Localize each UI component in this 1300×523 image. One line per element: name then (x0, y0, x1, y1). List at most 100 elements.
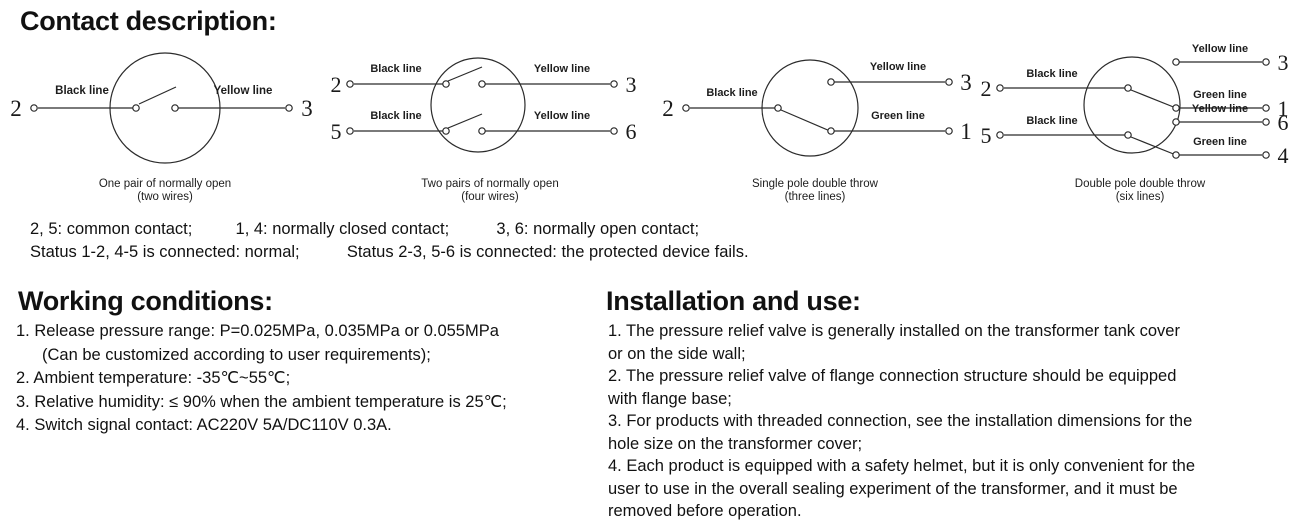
terminal-dot-right-1 (945, 127, 953, 135)
diagram-caption-4-line2: (six lines) (1115, 191, 1165, 203)
wire-label-left-black-lower: Black line (1026, 115, 1077, 127)
switch-body-circle (430, 57, 526, 153)
diagram-caption-1: One pair of normally open (two wires) (0, 178, 330, 204)
legend-status-normal: Status 1-2, 4-5 is connected: normal; (30, 243, 300, 261)
wire-label-right-yellow: Yellow line (214, 85, 273, 97)
terminal-dot-right-3 (285, 104, 293, 112)
terminal-number-right-3: 3 (960, 70, 972, 95)
terminal-dot-right-3 (1262, 58, 1270, 66)
contact-diagram-strip: 2 3 Black line Yellow line One pair of n… (0, 40, 1300, 212)
section-title-installation-and-use: Installation and use: (606, 286, 861, 316)
terminal-number-right-1: 1 (960, 119, 972, 144)
terminal-number-right-6: 6 (626, 119, 637, 144)
diagram-caption-1-line1: One pair of normally open (98, 178, 232, 190)
wire-label-right-yellow-1: Yellow line (1192, 43, 1248, 55)
installation-item-3: 3. For products with threaded connection… (608, 412, 1193, 453)
wire-label-left-black: Black line (706, 87, 757, 99)
diagram-one-pair-normally-open: 2 3 Black line Yellow line One pair of n… (0, 40, 330, 212)
diagram-caption-2-line2: (four wires) (461, 191, 519, 203)
working-conditions-list: 1. Release pressure range: P=0.025MPa, 0… (16, 320, 596, 438)
wire-label-left-black-lower: Black line (370, 110, 421, 122)
contact-dot-yellow-2 (1172, 118, 1180, 126)
contact-legend: 2, 5: common contact; 1, 4: normally clo… (30, 218, 1030, 264)
working-condition-item-2: 2. Ambient temperature: -35℃~55℃; (16, 369, 291, 387)
working-condition-item-1-note: (Can be customized according to user req… (42, 345, 431, 364)
diagram-double-pole-double-throw: 2 5 3 1 6 4 Black line Black line Yellow… (980, 40, 1300, 212)
wire-label-left-black: Black line (55, 85, 109, 97)
legend-common-contact: 2, 5: common contact; (30, 220, 193, 238)
terminal-dot-right-6 (610, 127, 618, 135)
wire-label-right-yellow-2: Yellow line (1192, 103, 1248, 115)
installation-item-4: 4. Each product is equipped with a safet… (608, 457, 1196, 520)
contact-dot-inner-right-lower (478, 127, 486, 135)
working-condition-item-4: 4. Switch signal contact: AC220V 5A/DC11… (16, 416, 392, 434)
wire-label-right-yellow-upper: Yellow line (534, 63, 590, 75)
section-title-working-conditions: Working conditions: (18, 286, 273, 316)
terminal-number-left-5: 5 (981, 123, 992, 148)
legend-normally-open-contact: 3, 6: normally open contact; (496, 220, 700, 238)
diagram-caption-3-line2: (three lines) (784, 191, 846, 203)
switch-blade (138, 86, 177, 105)
contact-dot-inner-left (132, 104, 140, 112)
diagram-caption-3: Single pole double throw (three lines) (650, 178, 980, 204)
diagram-two-pairs-normally-open: 2 5 3 6 Black line Black line Yellow lin… (330, 40, 650, 212)
switch-blade-upper (447, 66, 483, 82)
wire-label-right-yellow: Yellow line (870, 61, 926, 73)
contact-legend-row-1: 2, 5: common contact; 1, 4: normally clo… (30, 218, 1030, 241)
contact-dot-green (827, 127, 835, 135)
diagram-caption-3-line1: Single pole double throw (752, 178, 878, 190)
diagram-single-pole-double-throw-svg: 2 3 1 Black line Yellow line Green line (662, 59, 972, 157)
diagram-one-pair-normally-open-svg: 2 3 Black line Yellow line (10, 52, 313, 164)
wire-label-left-black-upper: Black line (370, 63, 421, 75)
diagram-two-pairs-normally-open-svg: 2 5 3 6 Black line Black line Yellow lin… (331, 57, 637, 153)
contact-dot-inner-left-upper (442, 80, 450, 88)
page-title-contact-description: Contact description: (20, 6, 277, 36)
terminal-number-left-2: 2 (662, 96, 674, 121)
contact-dot-inner-right (171, 104, 179, 112)
terminal-dot-right-3 (610, 80, 618, 88)
contact-dot-pole-lower (1124, 131, 1132, 139)
switch-blade-lower (1130, 136, 1177, 156)
installation-item-2: 2. The pressure relief valve of flange c… (608, 367, 1177, 408)
installation-item-1: 1. The pressure relief valve is generall… (608, 322, 1180, 363)
switch-body-circle (1083, 56, 1181, 154)
terminal-number-right-6: 6 (1278, 110, 1289, 135)
contact-legend-row-2: Status 1-2, 4-5 is connected: normal; St… (30, 241, 1030, 264)
switch-blade-upper (1130, 89, 1177, 109)
contact-dot-pole-upper (1124, 84, 1132, 92)
diagram-caption-1-line2: (two wires) (137, 191, 193, 203)
switch-blade-to-green (780, 109, 831, 132)
diagram-caption-4: Double pole double throw (six lines) (980, 178, 1300, 204)
terminal-dot-right-6 (1262, 118, 1270, 126)
wire-label-left-black-upper: Black line (1026, 68, 1077, 80)
diagram-caption-2-line1: Two pairs of normally open (421, 178, 559, 190)
terminal-number-left-5: 5 (331, 119, 342, 144)
contact-dot-yellow (827, 78, 835, 86)
terminal-dot-left-2 (30, 104, 38, 112)
terminal-number-right-3: 3 (1278, 50, 1289, 75)
diagram-caption-2: Two pairs of normally open (four wires) (330, 178, 650, 204)
working-condition-item-1: 1. Release pressure range: P=0.025MPa, 0… (16, 322, 499, 340)
terminal-number-left-2: 2 (981, 76, 992, 101)
terminal-dot-right-4 (1262, 151, 1270, 159)
terminal-number-left-2: 2 (331, 72, 342, 97)
switch-blade-lower (447, 113, 483, 129)
working-condition-item-3: 3. Relative humidity: ≤ 90% when the amb… (16, 392, 507, 411)
terminal-dot-right-3 (945, 78, 953, 86)
contact-dot-common-pole (774, 104, 782, 112)
terminal-dot-left-2 (996, 84, 1004, 92)
diagram-double-pole-double-throw-svg: 2 5 3 1 6 4 Black line Black line Yellow… (981, 43, 1289, 168)
contact-dot-yellow-1 (1172, 58, 1180, 66)
wire-label-right-green-1: Green line (1193, 89, 1247, 101)
terminal-dot-left-2 (682, 104, 690, 112)
legend-normally-closed-contact: 1, 4: normally closed contact; (235, 220, 450, 238)
terminal-number-right-3: 3 (626, 72, 637, 97)
terminal-dot-left-5 (346, 127, 354, 135)
wire-label-right-green: Green line (871, 110, 925, 122)
contact-dot-green-1 (1172, 104, 1180, 112)
legend-status-failure: Status 2-3, 5-6 is connected: the protec… (346, 243, 749, 261)
terminal-number-right-4: 4 (1278, 143, 1289, 168)
terminal-dot-left-5 (996, 131, 1004, 139)
diagram-single-pole-double-throw: 2 3 1 Black line Yellow line Green line … (650, 40, 980, 212)
terminal-number-left-2: 2 (10, 96, 22, 121)
